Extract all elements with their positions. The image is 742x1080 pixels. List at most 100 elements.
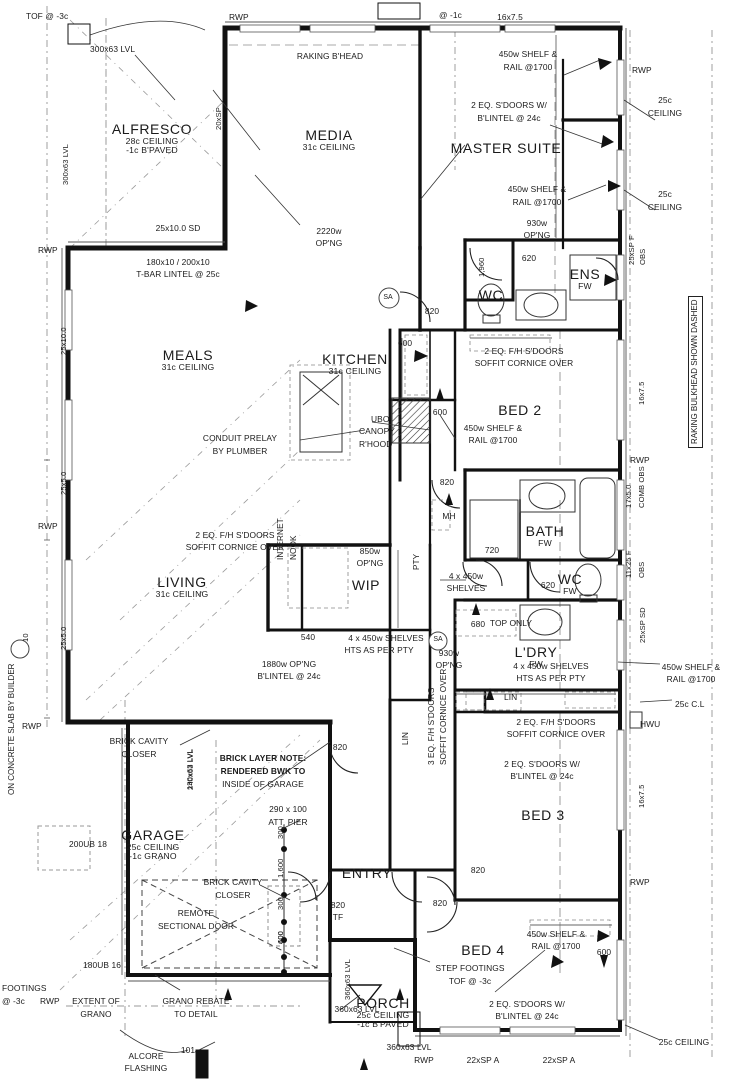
room-name: WIP — [351, 577, 381, 593]
dimension-dim-25xsp-sd: 25xSP SD — [638, 607, 647, 643]
step-detail-box — [67, 23, 91, 45]
note-sp-22a-1: 22xSP A — [466, 1055, 500, 1065]
note-conduit-prelay-b: BY PLUMBER — [212, 446, 268, 456]
dimension-dim-17x50: 17x5.0 — [624, 484, 633, 508]
note-ubo-canopy-b: CANOPY — [359, 426, 395, 436]
room-label-bed-3: BED 3 — [521, 807, 565, 823]
note-opng-930w: 930w — [526, 218, 548, 228]
note-opng-850w: 850w — [359, 546, 381, 556]
note-ub-200: 200UB 18 — [68, 839, 108, 849]
dimension-dim-20xsp-media: 20xSP — [214, 107, 223, 130]
dimension-dim-300-1: 300 — [276, 826, 285, 839]
note-dim-16x75-top: 16x7.5 — [497, 12, 523, 22]
note-opng-930w-2: 930w — [438, 648, 460, 658]
note-hwu: HWU — [640, 719, 661, 729]
marker-smoke-alarm-1: SA — [383, 294, 393, 301]
note-lin-ldry: LIN — [504, 692, 518, 702]
note-rwp-top-right: RWP — [632, 65, 652, 75]
vlabel-soffit-vert-2: SOFFIT CORNICE OVER — [439, 668, 448, 765]
note-shelves-4x450-bath-b: SHELVES — [446, 583, 486, 593]
note-doors-living-b: SOFFIT CORNICE OVER — [185, 542, 285, 552]
vlabel-pty: PTY — [412, 553, 421, 570]
dimension-dim-16x75-bed2: 16x7.5 — [637, 381, 646, 405]
dimension-dim-10: 10 — [21, 633, 30, 642]
note-dim-620-wc2: 620 — [540, 580, 556, 590]
note-extent-grano: EXTENT OF — [72, 996, 120, 1006]
note-dim-620-wc: 620 — [521, 253, 537, 263]
raking-bulkhead-dashed — [229, 44, 561, 975]
note-rwp-bottom-left: RWP — [40, 996, 60, 1006]
room-name: LIVING — [157, 574, 207, 590]
room-name: BED 4 — [461, 942, 505, 958]
smoke-alarm-symbols — [10, 287, 448, 659]
note-at-1c: @ -1c — [439, 10, 462, 20]
dimension-dim-obs-1: OBS — [638, 248, 647, 265]
vlabel-internet-nook: INTERNET — [276, 518, 285, 560]
alfresco-raking-lines — [69, 19, 226, 249]
dimension-lvl-300x63-left: 300x63 LVL — [61, 144, 70, 185]
dimension-dim-25x5-left: 25x5.0 — [59, 471, 68, 495]
vlabel-soffit-vert-1: 3 EQ. F/H S'DOORS — [427, 687, 436, 765]
note-rwp-bottom: RWP — [414, 1055, 434, 1065]
note-lvl-360x63-porch: 360x63 LVL — [386, 1042, 432, 1052]
room-label-bed-2: BED 2 — [498, 402, 541, 418]
setout-gridlines — [46, 6, 713, 1060]
room-name: WC — [557, 571, 583, 587]
room-label-bed-4: BED 4 — [461, 942, 505, 958]
room-ceiling-note: FW — [578, 281, 592, 292]
note-conduit-prelay: CONDUIT PRELAY — [202, 433, 278, 443]
shelf-rail-lines — [397, 35, 616, 926]
note-rwp-top: RWP — [229, 12, 249, 22]
note-doors-master: 2 EQ. S'DOORS W/ — [471, 100, 547, 110]
note-remote-sectional: REMOTE — [177, 908, 215, 918]
room-name: MASTER SUITE — [450, 140, 562, 156]
room-ceiling-note: 31c CEILING — [161, 362, 215, 373]
note-footings-bl-b: @ -3c — [2, 996, 25, 1006]
dimension-dim-11x25f: 11x25 F — [624, 550, 633, 578]
note-brick-layer-note-c: INSIDE OF GARAGE — [222, 779, 304, 789]
plumbing-fixtures — [299, 254, 643, 729]
note-opng-850w-b: OP'NG — [356, 558, 384, 568]
note-footings-bl: FOOTINGS — [2, 983, 47, 993]
dimension-dim-comb-obs: COMB OBS — [637, 466, 646, 508]
note-rwp-left-2: RWP — [38, 521, 58, 531]
room-name: MEDIA — [305, 127, 353, 143]
room-label-wip: WIP — [351, 577, 381, 593]
note-doors-bed4: 2 EQ. S'DOORS W/ — [489, 999, 565, 1009]
note-dim-600-b2: 600 — [432, 407, 448, 417]
note-shelf-rail-ldry: 450w SHELF & — [661, 662, 721, 672]
room-name: L'DRY — [514, 644, 558, 660]
note-att-pier-b: ATT. PIER — [268, 817, 308, 827]
dimension-dim-25xsp-obs: 25xSP F — [627, 235, 636, 265]
vlabel-lin-vert: LIN — [401, 731, 410, 745]
room-ceiling-note: FW — [538, 538, 552, 549]
window-openings — [64, 24, 625, 1035]
note-shelf-rail-bed2: 450w SHELF & — [463, 423, 523, 433]
note-dim-820-mh: 820 — [439, 477, 455, 487]
note-sd-25x10: 25x10.0 SD — [155, 223, 201, 233]
note-brick-cavity-closer-2: BRICK CAVITY — [203, 877, 263, 887]
note-dim-680: 680 — [470, 619, 486, 629]
note-step-footings: STEP FOOTINGS — [435, 963, 505, 973]
note-doors-bed2-b: SOFFIT CORNICE OVER — [474, 358, 574, 368]
room-name: BED 3 — [521, 807, 565, 823]
room-ceiling-note: 31c CEILING — [302, 142, 356, 153]
wall-cavity-lines — [61, 21, 627, 1037]
note-opng-930w-b: OP'NG — [523, 230, 551, 240]
dimension-dim-300-2: 300 — [276, 897, 285, 910]
note-shelf-rail-bed2-b: RAIL @1700 — [468, 435, 518, 445]
note-doors-living: 2 EQ. F/H S'DOORS — [195, 530, 275, 540]
cabinetry-dashed — [287, 334, 616, 937]
note-shelf-rail-master-2b: RAIL @1700 — [512, 197, 562, 207]
garage-raking-lines — [59, 734, 321, 991]
note-brick-layer-note-b: RENDERED BWK TO — [220, 766, 306, 776]
note-remote-sectional-b: SECTIONAL DOOR — [157, 921, 235, 931]
note-shelves-ldry-b: HTS AS PER PTY — [516, 673, 586, 683]
note-grano-rebate: GRANO REBATE — [162, 996, 230, 1006]
